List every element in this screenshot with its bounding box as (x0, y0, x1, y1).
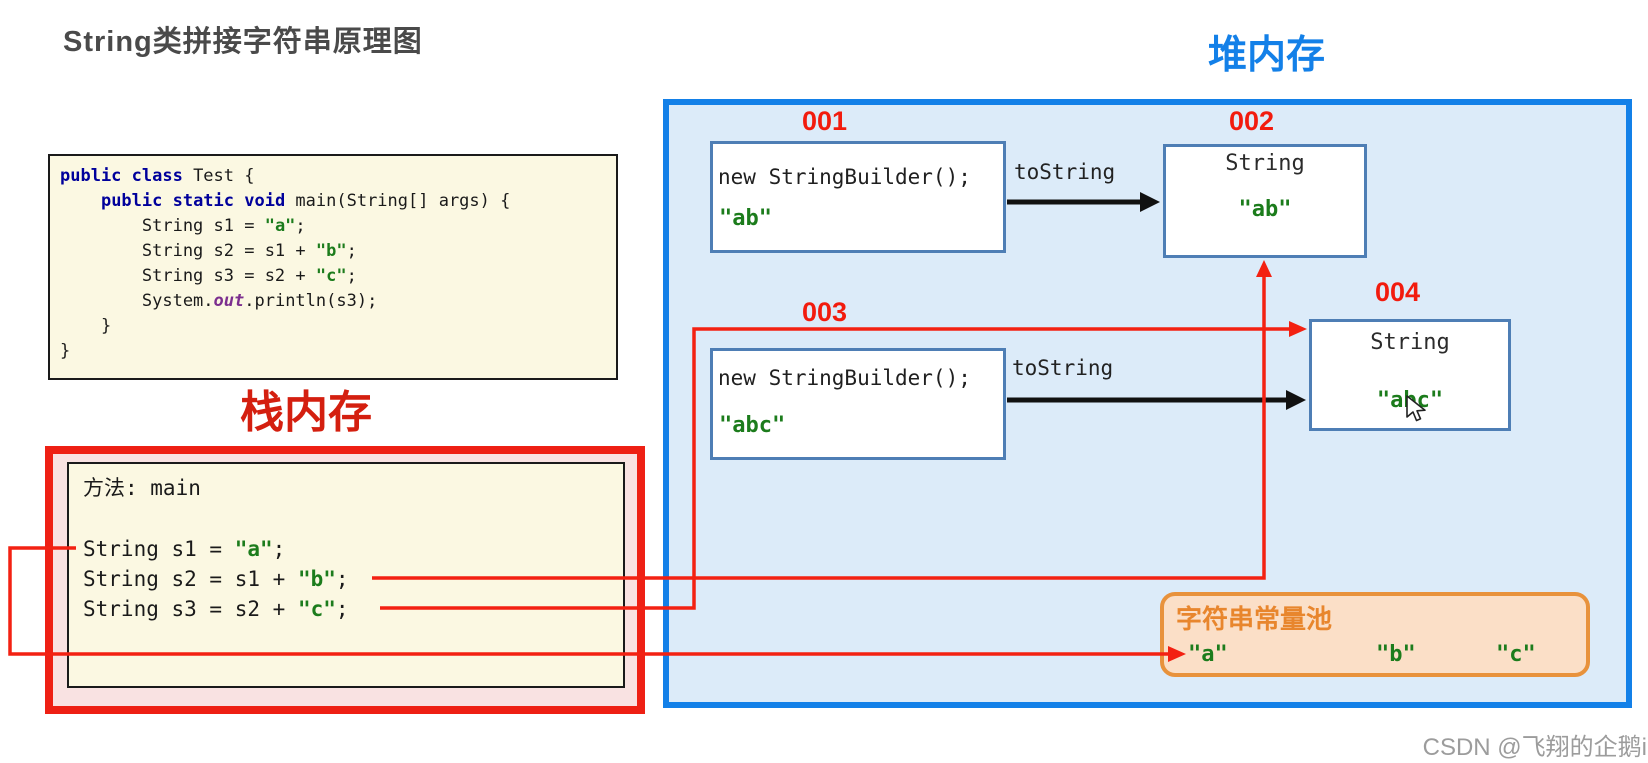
object-004-type: String (1370, 330, 1450, 355)
object-001-value: "ab" (719, 206, 772, 231)
object-002-value: "ab" (1238, 197, 1292, 222)
java-source-code-box: public class Test { public static void m… (48, 154, 618, 380)
tostring-label-2: toString (1012, 356, 1114, 380)
tostring-label-1: toString (1014, 160, 1116, 184)
heap-object-002-string: String "ab" (1163, 144, 1367, 258)
heap-memory-label: 堆内存 (1208, 34, 1326, 77)
string-constant-pool-title: 字符串常量池 (1176, 604, 1333, 634)
heap-object-003-stringbuilder: new StringBuilder(); "abc" (710, 348, 1006, 460)
heap-object-004-string: String "abc" (1309, 319, 1511, 431)
pool-literal-b: "b" (1376, 642, 1416, 667)
page-title: String类拼接字符串原理图 (63, 26, 423, 58)
java-code: public class Test { public static void m… (60, 166, 511, 361)
pool-literal-a: "a" (1188, 642, 1228, 667)
pool-literal-c: "c" (1496, 642, 1536, 667)
object-id-label-004: 004 (1375, 277, 1421, 307)
stack-frame-code: String s1 = "a";String s2 = s1 + "b";Str… (83, 537, 349, 621)
object-id-label-001: 001 (802, 106, 848, 136)
stack-frame-box: 方法: main String s1 = "a";String s2 = s1 … (67, 462, 625, 688)
object-001-code: new StringBuilder(); (718, 165, 971, 189)
string-constant-pool-box: 字符串常量池 "a" "b" "c" (1160, 592, 1590, 677)
object-002-type: String (1225, 151, 1305, 176)
object-004-value: "abc" (1376, 388, 1444, 413)
stack-memory-label: 栈内存 (240, 388, 372, 437)
stack-frame-title: 方法: main (83, 476, 201, 500)
heap-object-001-stringbuilder: new StringBuilder(); "ab" (710, 141, 1006, 253)
object-003-code: new StringBuilder(); (718, 366, 971, 390)
watermark: CSDN @飞翔的企鹅i (1422, 734, 1647, 761)
object-id-label-002: 002 (1229, 106, 1275, 136)
object-003-value: "abc" (719, 413, 786, 438)
object-id-label-003: 003 (802, 297, 848, 327)
